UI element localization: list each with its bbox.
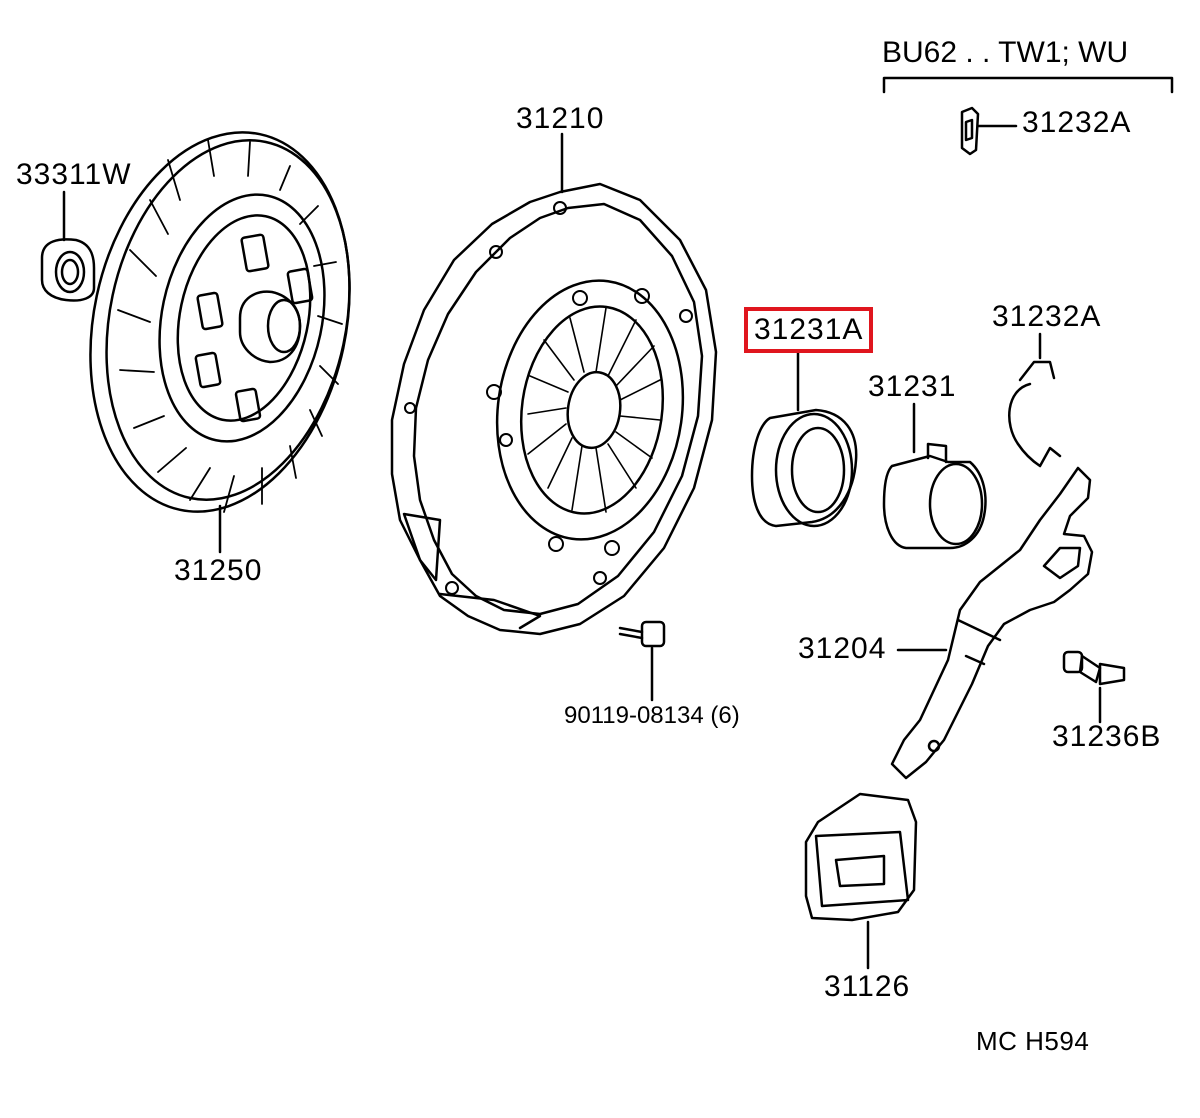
pressure-plate-drawing — [390, 132, 718, 636]
release-bearing-drawing — [750, 350, 858, 528]
part-label-31231[interactable]: 31231 — [868, 370, 957, 403]
bearing-hub-drawing — [882, 402, 987, 550]
boot-drawing — [804, 792, 918, 970]
part-label-31126[interactable]: 31126 — [824, 970, 911, 1003]
release-fork-drawing — [890, 466, 1094, 780]
part-label-90119[interactable]: 90119-08134 (6) — [564, 702, 740, 729]
group-header-label: BU62 . . TW1; WU — [882, 36, 1129, 69]
bolt-drawing — [618, 620, 666, 702]
part-label-31232A-top[interactable]: 31232A — [1022, 106, 1132, 139]
part-label-31204[interactable]: 31204 — [798, 632, 887, 665]
wire-clip-drawing — [1008, 332, 1062, 468]
pilot-bearing-drawing — [40, 190, 96, 302]
group-bracket — [882, 76, 1174, 94]
pivot-bolt-drawing — [1062, 650, 1126, 724]
part-label-31210[interactable]: 31210 — [516, 102, 605, 135]
clutch-disc-drawing — [89, 131, 351, 554]
part-label-31232A-mid[interactable]: 31232A — [992, 300, 1102, 333]
diagram-code: MC H594 — [976, 1026, 1090, 1056]
part-label-33311W[interactable]: 33311W — [16, 158, 132, 191]
part-label-31231A-highlighted[interactable]: 31231A — [743, 307, 874, 353]
part-label-31250[interactable]: 31250 — [174, 554, 263, 587]
part-label-31236B[interactable]: 31236B — [1052, 720, 1162, 753]
clip-small-top — [960, 106, 1018, 156]
